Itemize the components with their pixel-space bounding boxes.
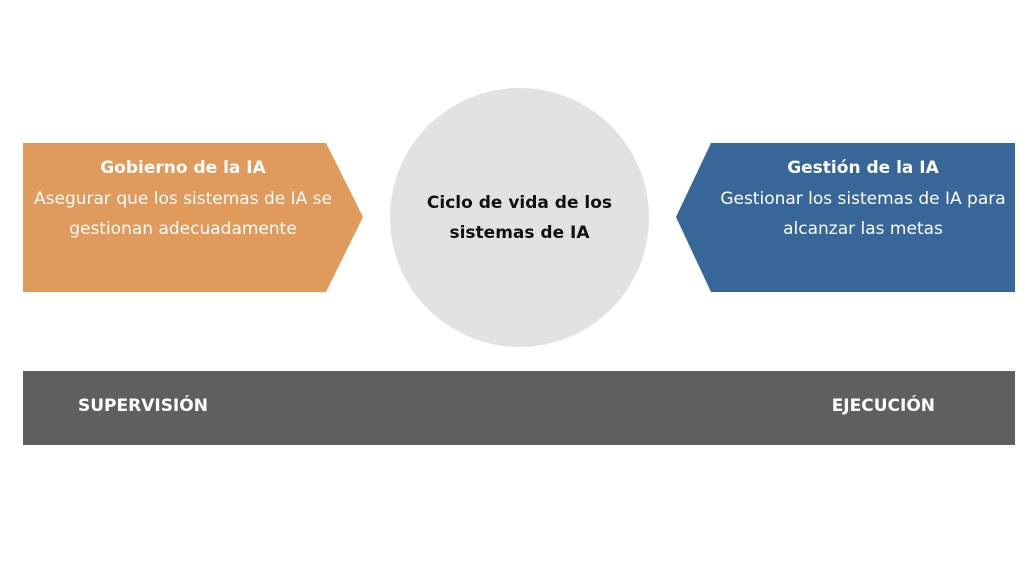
lifecycle-circle: Ciclo de vida de los sistemas de IA xyxy=(390,88,649,347)
governance-title: Gobierno de la IA xyxy=(100,158,266,178)
management-arrow: Gestión de la IA Gestionar los sistemas … xyxy=(676,143,1015,292)
governance-description: Asegurar que los sistemas de IA se gesti… xyxy=(34,189,332,239)
lifecycle-label: Ciclo de vida de los sistemas de IA xyxy=(426,192,613,243)
management-description: Gestionar los sistemas de IA para alcanz… xyxy=(720,189,1006,239)
management-title: Gestión de la IA xyxy=(787,158,939,178)
bottom-bar: SUPERVISIÓN EJECUCIÓN xyxy=(23,371,1015,445)
governance-arrow: Gobierno de la IA Asegurar que los siste… xyxy=(23,143,363,292)
supervision-label: SUPERVISIÓN xyxy=(78,396,208,416)
execution-label: EJECUCIÓN xyxy=(831,396,935,416)
